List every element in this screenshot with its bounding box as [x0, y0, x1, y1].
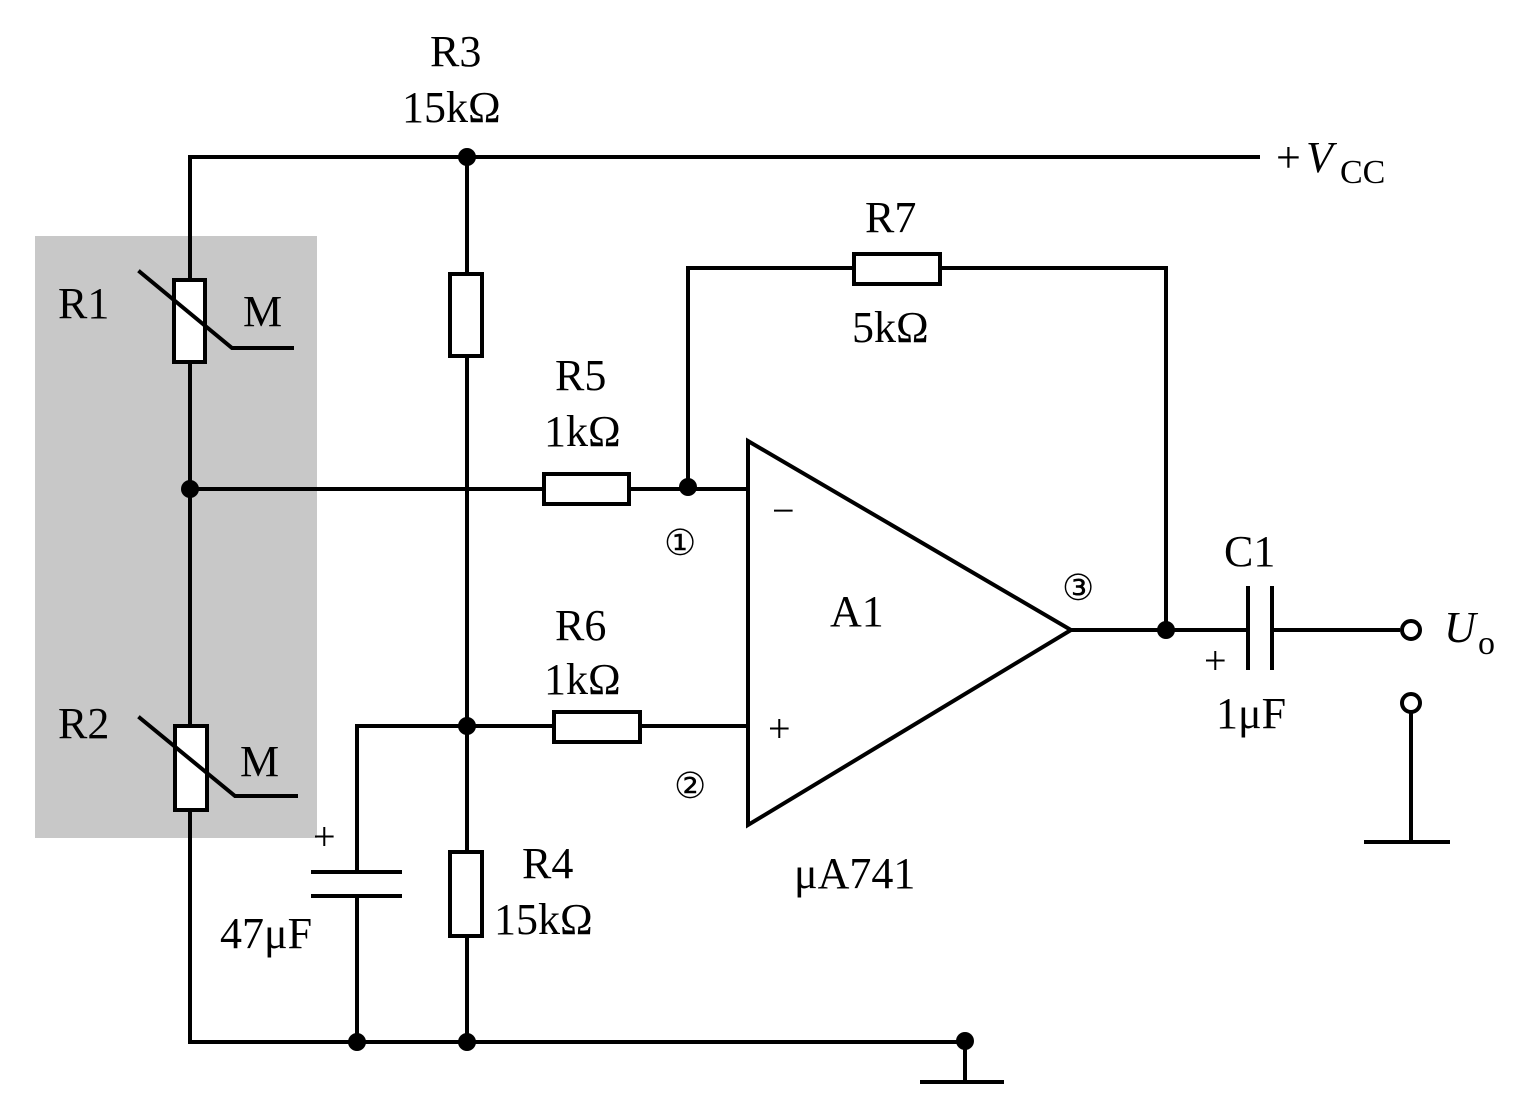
opamp-symbol — [746, 437, 1075, 829]
r3-value: 15kΩ — [402, 83, 501, 132]
r4-body — [448, 850, 484, 938]
opamp-inverting-sign: − — [772, 488, 795, 533]
r6-value: 1kΩ — [544, 655, 621, 704]
output-label: U — [1444, 603, 1479, 652]
r6-name: R6 — [555, 601, 606, 650]
r6-body — [552, 710, 642, 744]
r2-thermistor — [137, 715, 298, 812]
c1-name: C1 — [1224, 527, 1275, 576]
vcc-subscript: CC — [1340, 154, 1385, 191]
r1-name: R1 — [58, 279, 109, 328]
bypass-capacitor — [311, 870, 402, 898]
c1-plus: + — [1204, 638, 1227, 683]
r3-body — [448, 272, 484, 358]
output-terminals — [1400, 619, 1422, 714]
junctions — [181, 148, 1175, 1051]
bypass-capacitor-plus: + — [313, 814, 336, 859]
r4-value: 15kΩ — [494, 895, 593, 944]
node-2-label: ② — [674, 766, 706, 806]
opamp-name: A1 — [830, 587, 884, 636]
opamp-noninverting-sign: + — [768, 706, 791, 751]
r4-name: R4 — [522, 839, 573, 888]
r7-name: R7 — [865, 193, 916, 242]
r7-body — [852, 252, 942, 286]
c1-value: 1μF — [1216, 689, 1286, 738]
wires — [188, 155, 1450, 1084]
r5-value: 1kΩ — [544, 407, 621, 456]
node-3-label: ③ — [1062, 568, 1094, 608]
bypass-capacitor-value: 47μF — [220, 909, 312, 958]
r2-tag: M — [240, 737, 279, 786]
r2-name: R2 — [58, 699, 109, 748]
opamp-part: μA741 — [794, 849, 915, 898]
r3-name: R3 — [430, 27, 481, 76]
r5-name: R5 — [555, 351, 606, 400]
r1-thermistor — [137, 269, 294, 364]
vcc-plus: + — [1276, 133, 1301, 182]
r1-tag: M — [243, 287, 282, 336]
node-1-label: ① — [664, 523, 696, 563]
r5-body — [542, 472, 631, 506]
r7-value: 5kΩ — [852, 303, 929, 352]
output-subscript: o — [1478, 625, 1495, 662]
c1-capacitor — [1246, 586, 1274, 670]
vcc-label: V — [1306, 133, 1338, 182]
